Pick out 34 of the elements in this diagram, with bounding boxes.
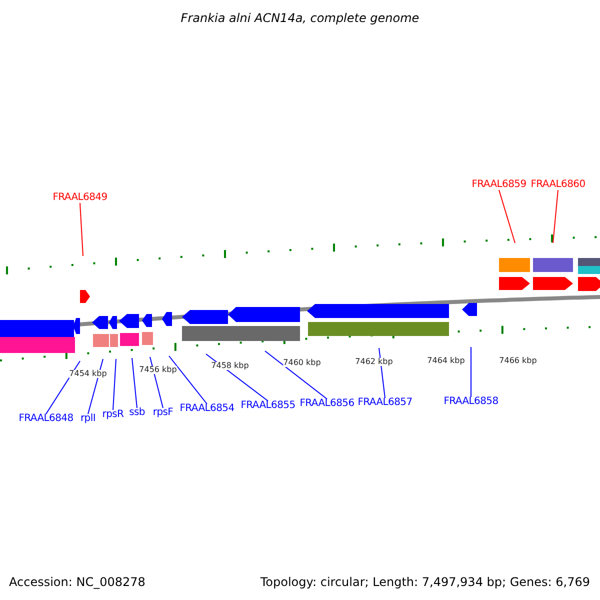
gene-label: FRAAL6860: [530, 180, 586, 190]
leader-line: [552, 190, 558, 244]
scale-label: 7466 kbp: [499, 357, 537, 365]
scale-label: 7464 kbp: [427, 357, 465, 365]
gene-label: rpsR: [102, 410, 124, 420]
scale-label: 7462 kbp: [355, 358, 393, 366]
gene-label: rpsF: [152, 408, 174, 418]
leader-line: [168, 356, 208, 404]
leader-line: [150, 356, 164, 408]
genome-info-text: Topology: circular; Length: 7,497,934 bp; Genes: 6,769: [260, 576, 590, 588]
gene-label: FRAAL6854: [180, 404, 234, 414]
scale-label: 7458 kbp: [211, 362, 249, 370]
gene-label: FRAAL6855: [240, 401, 296, 411]
gene-label: FRAAL6849: [52, 193, 108, 203]
leader-line: [112, 358, 116, 410]
gene-label: FRAAL6858: [444, 397, 498, 407]
leader-line: [498, 190, 516, 244]
leader-line: [470, 346, 472, 398]
gene-label: FRAAL6859: [472, 180, 526, 190]
scale-label: 7454 kbp: [69, 370, 107, 378]
leader-line: [46, 360, 80, 414]
scale-label: 7456 kbp: [139, 366, 177, 374]
gene-label: rplI: [80, 414, 96, 424]
leader-line: [264, 350, 328, 400]
leader-line: [80, 202, 84, 256]
gene-label: FRAAL6857: [358, 398, 412, 408]
gene-label: FRAAL6848: [18, 414, 74, 424]
scale-label: 7460 kbp: [283, 359, 321, 367]
accession-text: Accession: NC_008278: [9, 576, 146, 588]
gene-label: ssb: [129, 408, 145, 418]
title: Frankia alni ACN14a, complete genome: [180, 12, 420, 24]
gene-label: FRAAL6856: [300, 399, 354, 409]
leader-line: [132, 358, 138, 408]
leader-line: [88, 358, 104, 414]
